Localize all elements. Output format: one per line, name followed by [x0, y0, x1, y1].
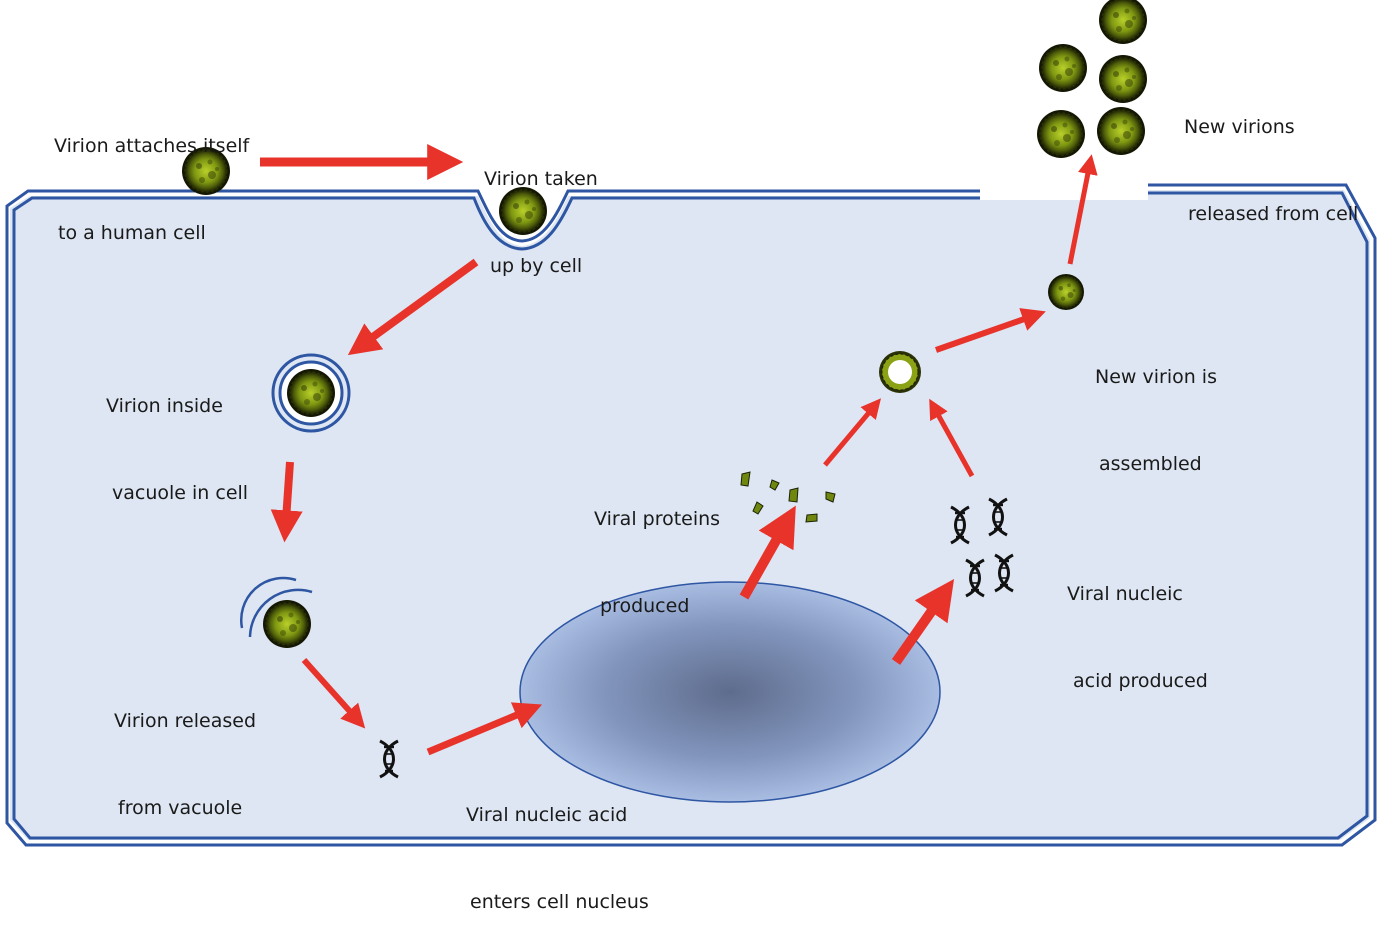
arrow-icon: [301, 658, 366, 729]
label-vacuole-line1: Virion inside: [106, 395, 223, 417]
label-released-vacuole-line1: Virion released: [114, 710, 256, 732]
label-attach-line1: Virion attaches itself: [54, 135, 250, 157]
virion-icon: [1047, 273, 1085, 311]
label-new-virions-line1: New virions: [1184, 116, 1295, 138]
label-released-vacuole-line2: from vacuole: [118, 797, 243, 819]
label-enters-nucleus-line1: Viral nucleic acid: [466, 804, 628, 826]
label-proteins: Viral proteins produced: [594, 447, 720, 650]
virion-icon: [1098, 54, 1148, 104]
arrow-icon: [270, 461, 303, 543]
nucleus-icon: [519, 581, 941, 803]
label-new-virions-line2: released from cell: [1188, 203, 1359, 225]
arrow-icon: [347, 258, 479, 356]
broken-vacuole-icon: [240, 576, 313, 638]
virion-icon: [286, 368, 336, 418]
label-new-virions: New virions released from cell: [1184, 55, 1358, 258]
label-enters-nucleus: Viral nucleic acid enters cell nucleus: [466, 743, 649, 946]
arrow-icon: [935, 308, 1046, 353]
label-vacuole-line2: vacuole in cell: [112, 482, 249, 504]
label-enters-nucleus-line2: enters cell nucleus: [470, 891, 649, 913]
label-proteins-line2: produced: [600, 595, 690, 617]
virion-icon: [1038, 43, 1088, 93]
label-assembled: New virion is assembled: [1095, 305, 1217, 508]
arrow-icon: [1067, 154, 1098, 265]
arrow-icon: [739, 505, 796, 600]
arrow-icon: [891, 579, 955, 665]
label-proteins-line1: Viral proteins: [594, 508, 721, 530]
label-attach: Virion attaches itself to a human cell: [54, 74, 249, 277]
arrow-icon: [426, 702, 543, 756]
virion-icon: [262, 599, 312, 649]
cell-membrane-inner: [12, 191, 1369, 840]
empty-capsid-icon: [879, 351, 921, 393]
arrow-icon: [929, 398, 975, 478]
label-released-vacuole: Virion released from vacuole: [114, 649, 256, 852]
label-taken-up: Virion taken up by cell: [484, 107, 598, 310]
virion-icon: [1036, 109, 1086, 159]
label-nucleic-produced-line2: acid produced: [1073, 670, 1208, 692]
label-nucleic-produced: Viral nucleic acid produced: [1067, 522, 1208, 725]
arrow-icon: [823, 398, 882, 467]
protein-fragment-icon: [740, 471, 836, 523]
virus-lifecycle-diagram: [5, 0, 1377, 847]
label-taken-up-line2: up by cell: [490, 255, 583, 277]
virion-icon: [1096, 106, 1146, 156]
label-taken-up-line1: Virion taken: [484, 168, 598, 190]
label-assembled-line1: New virion is: [1095, 366, 1217, 388]
virion-icon: [1098, 0, 1148, 45]
label-vacuole: Virion inside vacuole in cell: [106, 334, 248, 537]
label-assembled-line2: assembled: [1099, 453, 1202, 475]
cell-membrane-outer: [5, 183, 1377, 847]
label-nucleic-produced-line1: Viral nucleic: [1067, 583, 1183, 605]
label-attach-line2: to a human cell: [58, 222, 206, 244]
